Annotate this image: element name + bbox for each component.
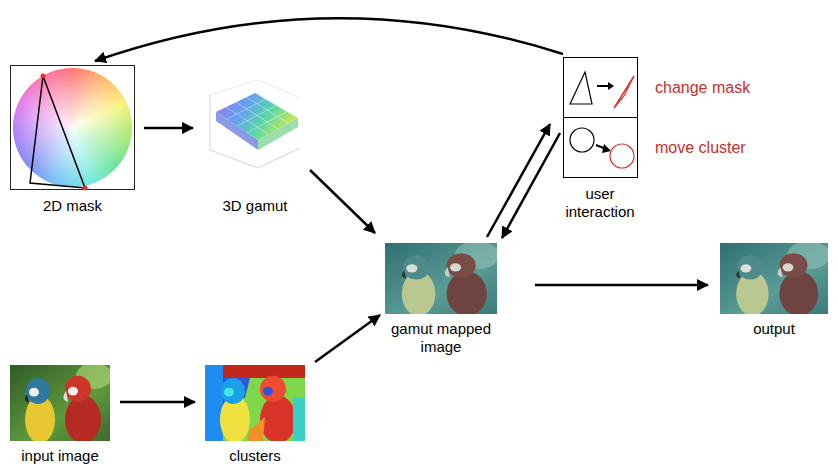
flow-arrow (487, 124, 550, 237)
image-panel: input image (8, 363, 112, 465)
panel-caption: clusters (203, 447, 307, 465)
panel-caption: user interaction (560, 185, 640, 221)
flow-arrow (95, 18, 563, 61)
input-photo (10, 363, 112, 443)
flow-arrow (120, 401, 195, 404)
flow-arrow (502, 133, 560, 238)
interaction-box: move cluster (563, 117, 638, 178)
interaction-box: change mask (563, 57, 638, 118)
image-panel: output (718, 242, 830, 338)
action-label: change mask (655, 78, 750, 97)
action-label: move cluster (655, 138, 746, 157)
mask-triangle (30, 74, 88, 191)
image-panel: clusters (203, 363, 307, 465)
interaction-panel: user interactionchange maskmove cluster (560, 55, 790, 221)
cluster-move-icon (570, 128, 634, 168)
gamut-panel: 3D gamut (200, 65, 310, 215)
panel-caption: input image (8, 447, 112, 465)
mapped-photo (385, 241, 499, 316)
flow-arrow (535, 284, 708, 287)
mask-panel: 2D mask (10, 65, 135, 215)
image-panel: gamut mapped image (383, 242, 499, 356)
panel-caption: 3D gamut (201, 197, 309, 215)
flow-arrow (310, 170, 375, 233)
gamut-plot (210, 80, 300, 168)
output-photo (720, 241, 830, 316)
cluster-map (205, 365, 305, 443)
color-wheel (10, 65, 135, 190)
panel-caption: 2D mask (13, 197, 133, 215)
mask-change-icon (570, 72, 634, 108)
panel-caption: output (720, 320, 828, 338)
panel-caption: gamut mapped image (385, 320, 497, 356)
flow-arrow (315, 315, 380, 362)
saturation-glow (13, 68, 132, 187)
flow-arrow (144, 127, 193, 130)
